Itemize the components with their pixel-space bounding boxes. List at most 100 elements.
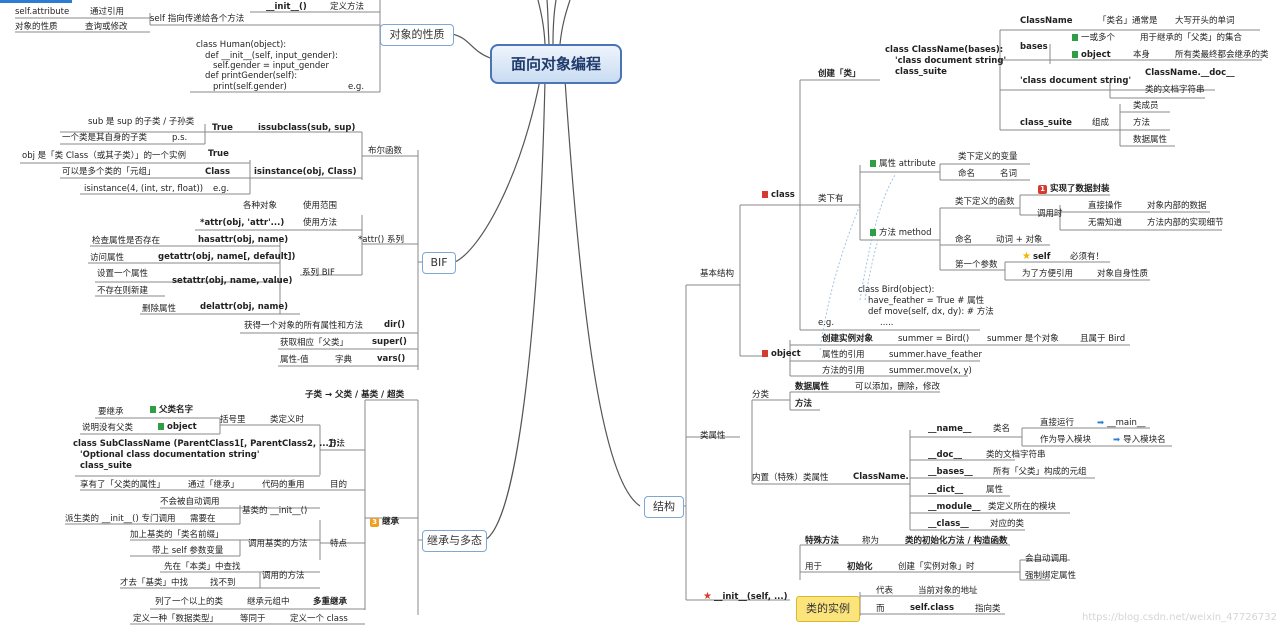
doc-a: ClassName.__doc__ (1145, 68, 1235, 78)
set-d1: 设置一个属性 (97, 269, 149, 279)
inherit-code-3: class_suite (80, 461, 132, 471)
purpose-text: 目的 (330, 480, 348, 490)
egcode-3: def move(self, dx, dy): # 方法 (868, 307, 994, 317)
clsv-label: __class__ (928, 519, 969, 529)
inherit-title: 子类 → 父类 / 基类 / 超类 (305, 390, 405, 400)
obj-a: 本身 (1133, 50, 1151, 60)
meth-c1: 直接操作 (1088, 201, 1123, 211)
under-text: 类下有 (818, 194, 844, 204)
need2-text: 需要在 (190, 514, 216, 524)
points-label: 指向类 (975, 604, 1001, 614)
classdef-3: class_suite (895, 67, 947, 77)
del-fn: delattr(obj, name) (200, 302, 289, 312)
method-label: 方法 (795, 399, 813, 409)
class-node-label: class (771, 190, 795, 200)
node-bif[interactable]: BIF (422, 252, 456, 274)
bases2-b: 所有「父类」构成的元组 (993, 467, 1087, 477)
super-fn: super() (372, 337, 407, 347)
arrow-right-icon: ➡ (1113, 435, 1121, 445)
createinst-label: 创建「实例对象」时 (898, 562, 975, 572)
classname-dot: ClassName. (853, 472, 909, 482)
bases-a: 一或多个 (1072, 34, 1115, 43)
eg-right: e.g. (818, 318, 835, 328)
r1-text: self.attribute (15, 7, 70, 17)
egcode-2: have_feather = True # 属性 (868, 296, 985, 306)
attr-h1: 各种对象 (243, 201, 278, 211)
meth-node-label: 方法 method (879, 228, 932, 238)
while-label: 而 (876, 604, 885, 614)
usedfor-label: 用于 (805, 562, 823, 572)
r2b-text: 定义方法 (330, 2, 365, 12)
ref-meth-b: summer.move(x, y) (889, 366, 972, 376)
code-line-4: def printGender(self): (205, 71, 298, 81)
vars-fn: vars() (377, 354, 406, 364)
inst-a: summer = Bird() (898, 334, 970, 344)
init-node: ★__init__(self, ...) (703, 592, 788, 602)
via-text: 通过「继承」 (188, 480, 240, 490)
initialize-label: 初始化 (847, 562, 873, 572)
attr-a: 类下定义的变量 (958, 152, 1018, 162)
object-node: object (762, 350, 801, 359)
inherit-code-2: 'Optional class documentation string' (80, 450, 260, 460)
create-class: 创建「类」 (818, 69, 861, 79)
green-flag-icon (1072, 51, 1078, 58)
addprefix-text: 加上基类的「类名前缀」 (130, 530, 224, 540)
multi-a: 列了一个以上的类 (155, 597, 224, 607)
callbase-text: 调用基类的方法 (248, 539, 308, 549)
number-badge-icon: 3 (370, 518, 379, 527)
need-text: 要继承 (98, 407, 124, 417)
watermark: https://blog.csdn.net/weixin_47726732 (1082, 612, 1278, 623)
has-fn: hasattr(obj, name) (198, 235, 289, 245)
meth-ref: 为了方便引用 (1022, 269, 1074, 279)
attr-h2: 使用范围 (303, 201, 338, 211)
define-c: 定义一个 class (290, 614, 348, 624)
green-flag-icon (1072, 34, 1078, 41)
parent-name-label: 父类名字 (159, 405, 194, 415)
isinst-egl: e.g. (213, 184, 230, 194)
instance-callout[interactable]: 类的实例 (796, 596, 860, 622)
r2a-text: __init__() (266, 2, 307, 12)
doc-label: 'class document string' (1020, 76, 1132, 86)
meth-c2b: 方法内部的实现细节 (1147, 218, 1224, 228)
r3-text: 对象的性质 (15, 22, 58, 32)
special-b: 类的初始化方法 / 构造函数 (905, 536, 1008, 546)
multi-text: 多重继承 (313, 597, 348, 607)
number-badge-icon: 1 (1038, 185, 1047, 194)
meth-enc-label: 实现了数据封装 (1050, 184, 1110, 194)
bracket-text: 括号里 (220, 415, 246, 425)
dir-d: 获得一个对象的所有属性和方法 (244, 321, 364, 331)
ref-attr: 属性的引用 (822, 350, 865, 360)
name-a: 类名 (993, 424, 1011, 434)
node-object-properties[interactable]: 对象的性质 (380, 24, 454, 46)
red-flag-icon (762, 191, 768, 198)
dir-fn: dir() (384, 320, 405, 330)
noparent-text: 说明没有父类 (82, 423, 134, 433)
central-topic[interactable]: 面向对象编程 (490, 44, 622, 84)
clsattr-label: 类属性 (700, 431, 726, 441)
special-label: 特殊方法 (805, 536, 840, 546)
code-line-5: print(self.gender) (213, 82, 287, 92)
node-structure[interactable]: 结构 (644, 496, 684, 518)
inherit-code-1: class SubClassName (ParentClass1[, Paren… (73, 439, 340, 449)
data-attr: 数据属性 (795, 382, 830, 392)
init-node-label: __init__(self, ...) (713, 592, 788, 602)
suite-1: 类成员 (1133, 101, 1159, 111)
green-flag-icon (158, 423, 164, 430)
classdef-text: 类定义时 (270, 415, 305, 425)
noauto-text: 不会被自动调用 (160, 497, 220, 507)
egcode-4: ..... (880, 318, 894, 328)
node-inherit-poly[interactable]: 继承与多态 (422, 530, 487, 552)
meth-name: 命名 (955, 235, 973, 245)
object-node-label: object (771, 349, 801, 359)
bases-b: 用于继承的「父类」的集合 (1140, 33, 1243, 43)
name-label: __name__ (928, 424, 972, 434)
meth-a: 类下定义的函数 (955, 197, 1015, 207)
obj-b: 所有类最终都会继承的类 (1175, 50, 1269, 60)
bases2-label: __bases__ (928, 467, 973, 477)
doc2-label: __doc__ (928, 450, 962, 460)
issub-ps: p.s. (172, 133, 188, 143)
isinst-class: Class (205, 167, 231, 177)
notfound-text: 找不到 (210, 578, 236, 588)
